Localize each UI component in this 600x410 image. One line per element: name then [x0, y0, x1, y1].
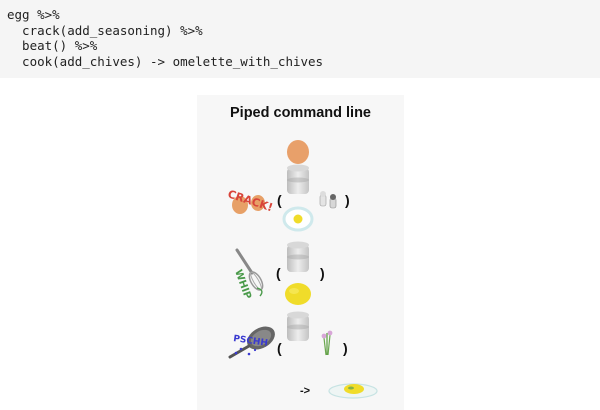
chives-icon	[321, 330, 333, 356]
open-paren: (	[277, 340, 282, 356]
code-line: beat() %>%	[7, 38, 98, 53]
frying-pan-icon: PSCHH	[228, 326, 275, 359]
close-paren: )	[343, 340, 348, 356]
cracking-eggs-icon: CRACK!	[226, 187, 274, 214]
open-paren: (	[277, 192, 282, 208]
whisk-icon: WHIP	[232, 248, 264, 301]
bowl-icon	[287, 241, 309, 272]
crack-text: CRACK!	[226, 187, 274, 214]
cracked-egg-icon	[282, 206, 314, 232]
piped-command-illustration: CRACK! ( ) WHIP ( )	[197, 95, 404, 410]
bowl-icon	[287, 164, 309, 194]
beaten-egg-icon	[285, 283, 311, 305]
code-line: crack(add_seasoning) %>%	[7, 22, 203, 38]
open-paren: (	[276, 265, 281, 281]
close-paren: )	[345, 192, 350, 208]
pschh-text: PSCHH	[233, 334, 269, 349]
close-paren: )	[320, 265, 325, 281]
bowl-icon	[287, 311, 309, 341]
code-line: cook(add_chives) -> omelette_with_chives	[7, 53, 324, 69]
egg-icon	[287, 140, 309, 164]
code-line: egg %>%	[7, 7, 60, 22]
omelette-icon	[328, 383, 378, 399]
assign-arrow: ->	[300, 385, 310, 397]
illustration-title: Piped command line	[230, 105, 371, 121]
salt-and-pepper-icon	[319, 191, 337, 209]
code-block: egg %>% crack(add_seasoning) %>% beat() …	[0, 0, 600, 78]
illustration-canvas: CRACK! ( ) WHIP ( )	[226, 140, 378, 399]
